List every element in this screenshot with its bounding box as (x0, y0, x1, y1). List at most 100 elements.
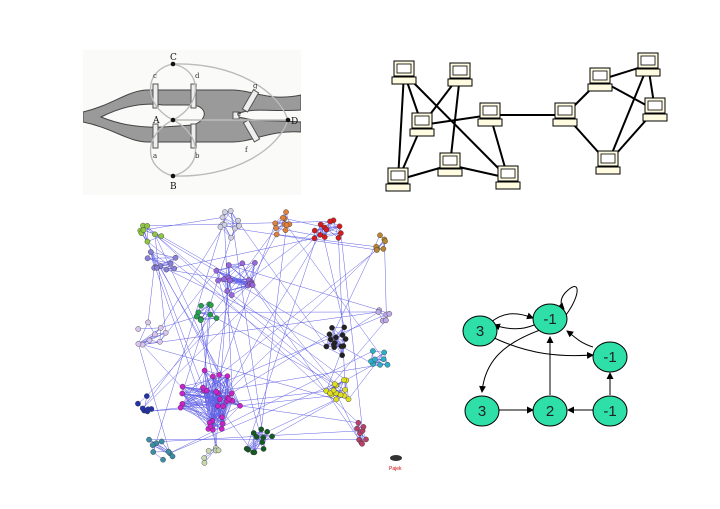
network-node (145, 319, 151, 326)
network-node (272, 220, 278, 227)
network-node (370, 348, 376, 354)
network-node (273, 231, 280, 238)
label-a: A (152, 116, 160, 126)
network-node (207, 311, 214, 318)
network-node (227, 208, 234, 214)
computer-icon (437, 152, 463, 177)
edge-right-to-top (566, 330, 594, 348)
network-node (228, 234, 234, 241)
network-node (253, 434, 260, 440)
network-node (167, 260, 174, 267)
network-node (327, 218, 333, 225)
network-node (311, 227, 318, 234)
network-node (377, 232, 383, 239)
network-node (201, 460, 208, 466)
network-node (337, 392, 344, 398)
network-node (201, 455, 208, 461)
network-node (354, 425, 360, 432)
network-node (149, 442, 156, 448)
network-node (355, 419, 362, 426)
network-node (210, 373, 216, 380)
digraph-node-bottom-mid: 2 (532, 395, 568, 427)
node-c (170, 61, 176, 67)
digraph-node-bottom-right: -1 (592, 395, 628, 427)
network-node (198, 302, 204, 309)
computer-icon (635, 52, 661, 77)
network-node (158, 438, 165, 445)
network-node (225, 262, 232, 268)
network-node (341, 377, 347, 383)
network-node (260, 446, 267, 452)
network-node (165, 448, 172, 455)
network-node (228, 292, 235, 298)
network-node (201, 367, 208, 374)
network-node (386, 310, 393, 317)
label-b: B (170, 182, 177, 192)
network-node (224, 288, 231, 294)
network-node (217, 224, 224, 230)
network-node (208, 302, 214, 308)
digraph-node-top: -1 (532, 303, 568, 335)
network-node (340, 343, 347, 349)
network-node (135, 341, 142, 347)
network-node (250, 430, 257, 436)
network-node (217, 396, 223, 403)
network-node (326, 331, 333, 338)
edge-top-self-loop (557, 286, 578, 316)
pajek-label: Pajek (389, 466, 402, 472)
network-node (145, 406, 151, 413)
network-node (342, 387, 348, 393)
network-node (384, 361, 391, 368)
network-node (380, 356, 387, 363)
network-node (200, 384, 206, 391)
network-node (150, 449, 157, 455)
network-node (219, 414, 225, 421)
network-node (172, 254, 179, 261)
network-node (215, 447, 222, 454)
network-node (144, 223, 151, 229)
bridge-label-d: d (195, 72, 200, 80)
network-node (140, 227, 147, 233)
network-node (269, 433, 275, 440)
konigsberg-bridges-diagram: C A B D a b c d e f g (83, 50, 301, 195)
network-node (203, 387, 210, 394)
computer-icon (391, 60, 417, 85)
digraph-node-right: -1 (592, 341, 628, 373)
network-node (260, 434, 267, 441)
network-node (239, 260, 246, 267)
network-node (213, 315, 220, 321)
network-node (148, 249, 154, 255)
network-node (375, 309, 382, 315)
computer-icon (447, 62, 473, 87)
node-b (170, 173, 176, 179)
network-node (152, 231, 158, 238)
digraph-node-bottom-left: 3 (464, 395, 500, 427)
edge-left-to-top (489, 312, 534, 324)
network-node (282, 227, 289, 233)
network-node (135, 400, 141, 407)
network-node (336, 223, 343, 230)
network-node (333, 334, 339, 341)
network-node (157, 338, 163, 345)
network-node (213, 388, 219, 395)
network-node (220, 403, 226, 410)
network-node (317, 221, 324, 228)
digraph-node-value: 2 (546, 403, 554, 420)
network-node (162, 329, 169, 336)
network-node (177, 404, 184, 411)
network-node (273, 225, 279, 231)
network-node (363, 436, 369, 443)
social-network-graph: Pajek (130, 205, 410, 475)
network-node (329, 325, 335, 331)
network-node (227, 277, 233, 284)
network-node (283, 222, 290, 229)
network-node (179, 390, 186, 397)
label-c: C (170, 53, 177, 63)
network-node (222, 209, 228, 215)
pajek-logo: Pajek (389, 455, 402, 472)
network-node (323, 343, 330, 350)
network-node (252, 259, 258, 266)
bridge-label-f: f (245, 146, 249, 154)
network-node (231, 225, 238, 232)
bridge-label-g: g (253, 82, 258, 90)
